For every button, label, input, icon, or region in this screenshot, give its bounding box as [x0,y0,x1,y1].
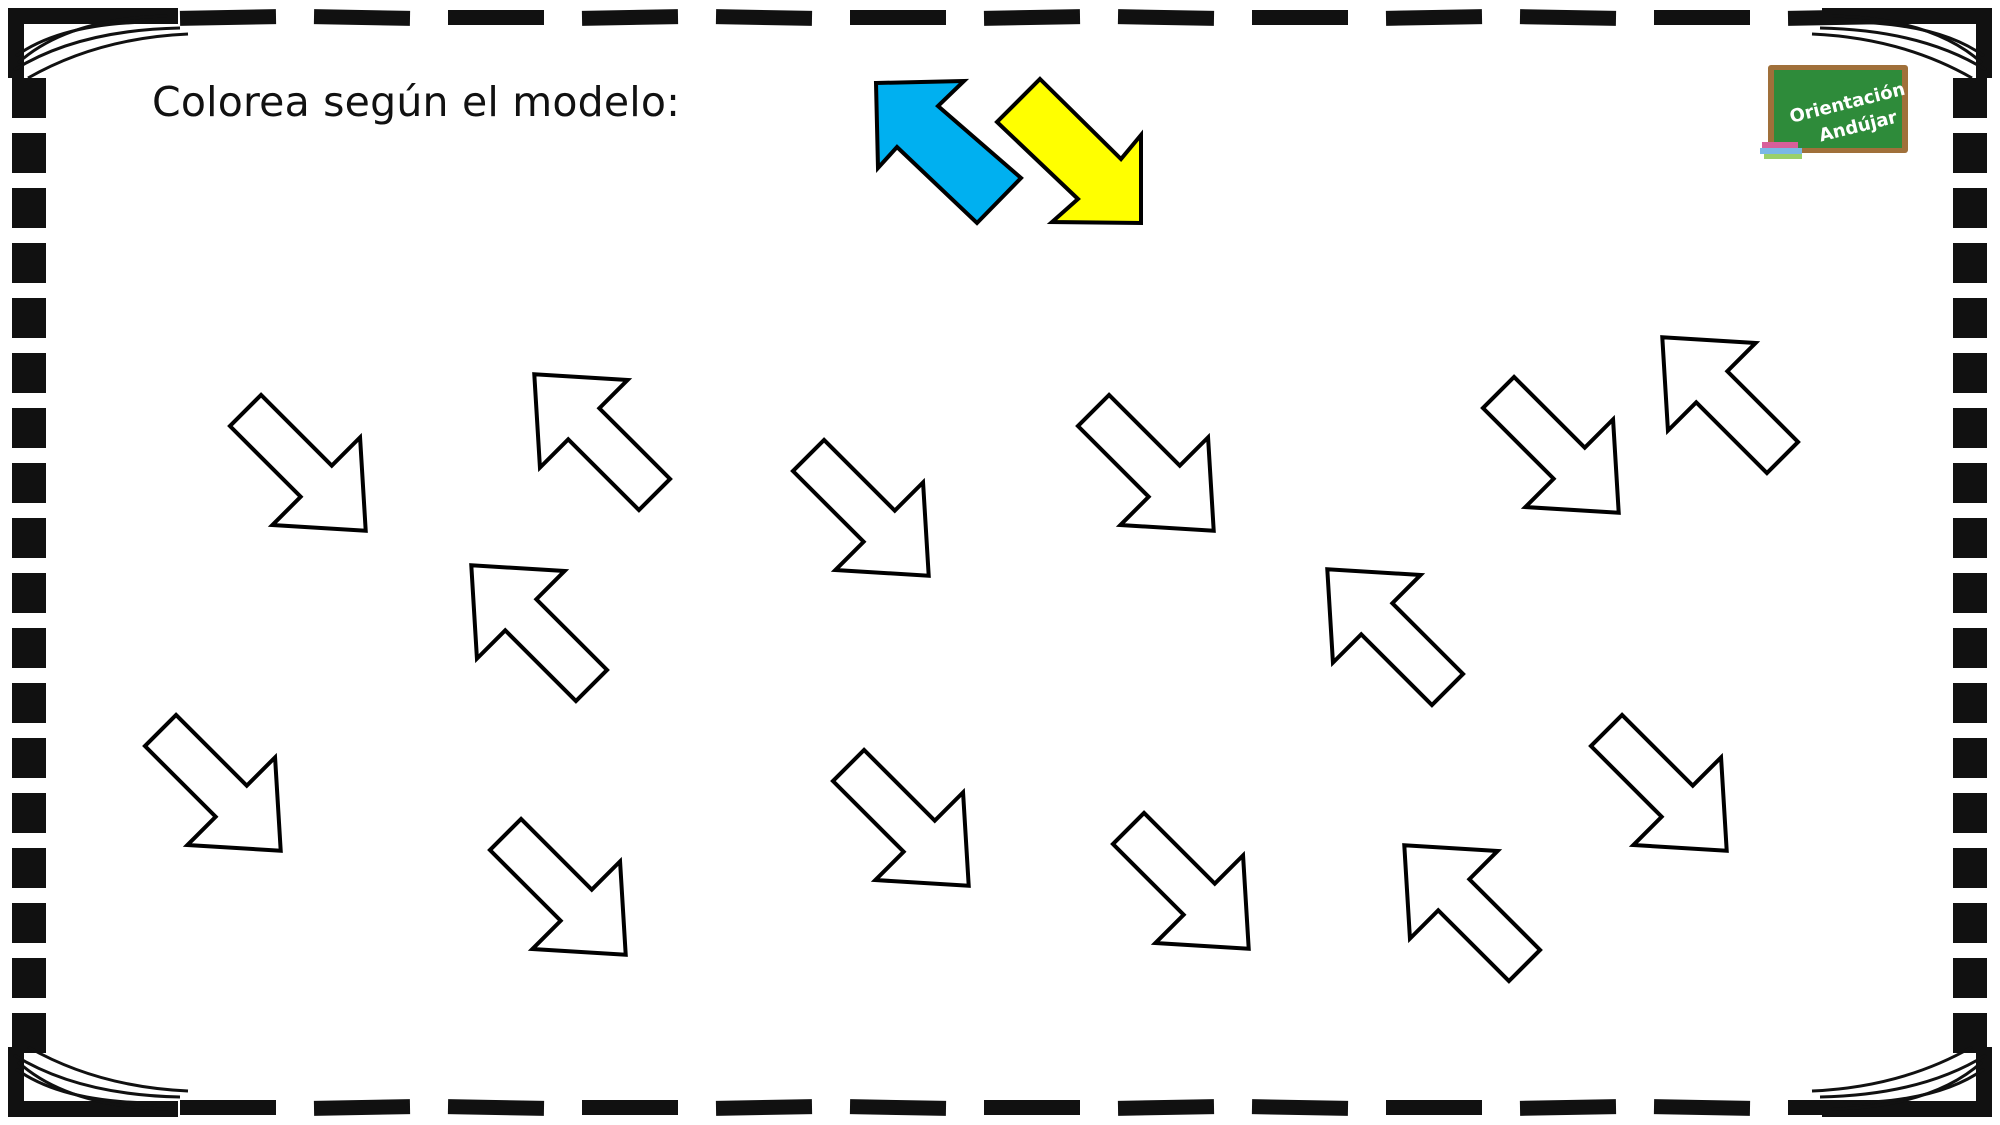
frame-dash [12,793,46,833]
frame-dash [1117,9,1215,26]
exercise-arrow-down-right[interactable] [117,687,325,895]
frame-dash [1953,463,1987,503]
frame-dash [850,10,946,25]
frame-dash [1953,133,1987,173]
frame-dash [1953,628,1987,668]
frame-corner [8,1045,189,1117]
frame-dash [1386,1100,1482,1115]
exercise-arrow-up-left[interactable] [490,330,698,538]
exercise-arrow-down-right[interactable] [462,791,670,999]
frame-dash [849,1099,947,1116]
frame-dash [12,353,46,393]
frame-dash [1519,9,1617,26]
frame-dash [582,1100,678,1115]
frame-dash [12,188,46,228]
frame-dash [12,408,46,448]
exercise-arrow-down-right[interactable] [765,412,973,620]
frame-dash [1953,1013,1987,1053]
frame-dash [1953,738,1987,778]
frame-dash [12,738,46,778]
frame-dash [12,298,46,338]
frame-dash [12,903,46,943]
frame-dash [313,9,411,26]
frame-dash [12,243,46,283]
exercise-arrow-up-left[interactable] [1360,801,1568,1009]
frame-corner [1811,1045,1992,1117]
frame-dash [180,1100,276,1115]
frame-dash [1953,848,1987,888]
exercise-arrow-up-left[interactable] [427,521,635,729]
frame-dash [12,848,46,888]
model-arrow-up-left [873,78,1024,226]
exercise-arrow-down-right[interactable] [202,367,410,575]
frame-dash [1117,1099,1215,1116]
frame-dash [715,9,813,26]
frame-dash [1252,10,1348,25]
exercise-arrow-down-right[interactable] [1050,367,1258,575]
frame-dash [715,1099,813,1116]
frame-corner [1811,8,1992,80]
model-arrow-down-right [994,76,1143,226]
frame-dash [448,10,544,25]
exercise-arrow-up-left[interactable] [1618,293,1826,501]
frame-dash [1953,573,1987,613]
instruction-text: Colorea según el modelo: [152,78,681,126]
frame-dash [1519,1099,1617,1116]
frame-dash [179,9,277,26]
dashed-border-frame [8,8,1992,1117]
frame-dash [1385,9,1483,26]
frame-dash [1953,78,1987,118]
frame-corner [8,8,189,80]
frame-dash [1953,958,1987,998]
frame-dash [983,9,1081,26]
frame-dash [984,1100,1080,1115]
frame-dash [581,9,679,26]
exercise-arrow-up-left[interactable] [1283,525,1491,733]
exercise-arrow-down-right[interactable] [1455,349,1663,557]
frame-dash [1653,1099,1751,1116]
frame-dash [12,573,46,613]
frame-dash [1953,243,1987,283]
frame-dash [1953,298,1987,338]
frame-dash [1654,10,1750,25]
frame-dash [1251,1099,1349,1116]
frame-dash [12,628,46,668]
frame-dash [1953,903,1987,943]
frame-dash [1953,683,1987,723]
frame-dash [1953,408,1987,448]
exercise-arrows [117,293,1826,1009]
frame-dash [12,958,46,998]
exercise-arrow-down-right[interactable] [1563,687,1771,895]
frame-dash [1953,188,1987,228]
exercise-arrow-down-right[interactable] [805,722,1013,930]
frame-dash [12,683,46,723]
exercise-arrow-down-right[interactable] [1085,785,1293,993]
chalkboard-books-logo: Orientación Andújar [1760,65,1908,159]
frame-dash [1953,518,1987,558]
frame-dash [447,1099,545,1116]
frame-dash [1953,353,1987,393]
frame-dash [1953,793,1987,833]
frame-dash [12,78,46,118]
frame-dash [313,1099,411,1116]
model-arrows [873,76,1143,226]
frame-dash [12,133,46,173]
frame-dash [12,518,46,558]
frame-dash [12,463,46,503]
